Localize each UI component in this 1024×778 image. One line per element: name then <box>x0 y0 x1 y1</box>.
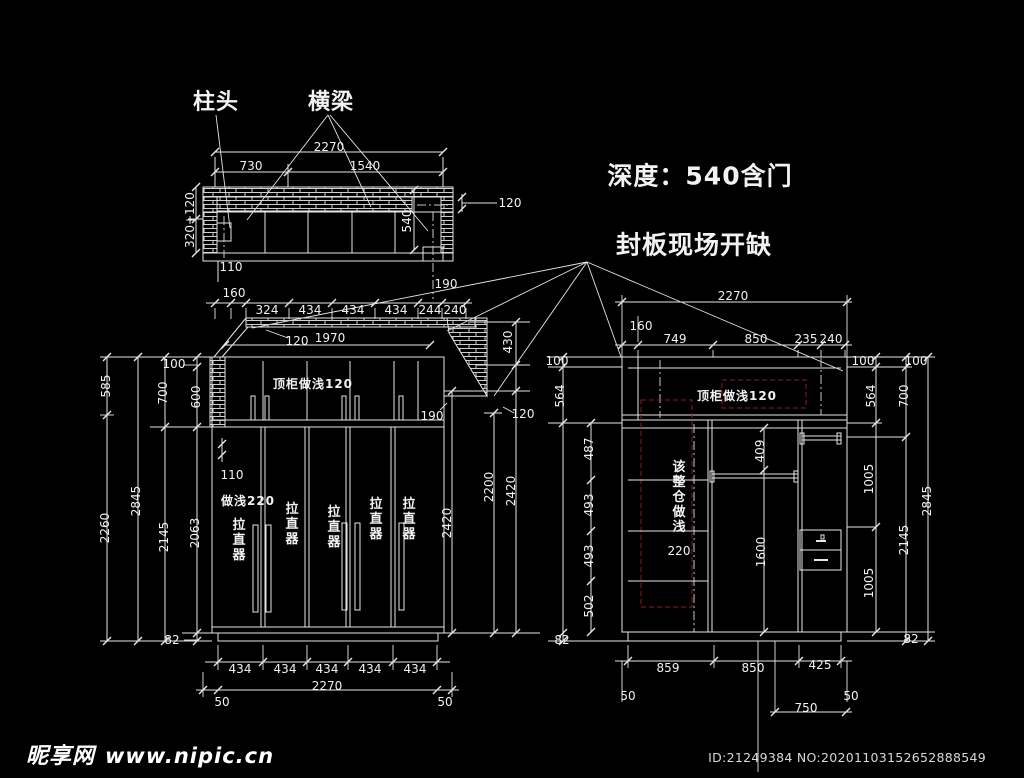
image-id-stamp: ID:21249384 NO:20201103152652888549 <box>708 750 986 765</box>
site-name: 昵享网 <box>26 744 96 769</box>
site-logo: 昵享网 www.nipic.cn <box>26 738 274 770</box>
site-url: www.nipic.cn <box>105 744 275 768</box>
watermark-bar: 昵享网 www.nipic.cn ID:21249384 NO:202011031… <box>0 732 1024 778</box>
